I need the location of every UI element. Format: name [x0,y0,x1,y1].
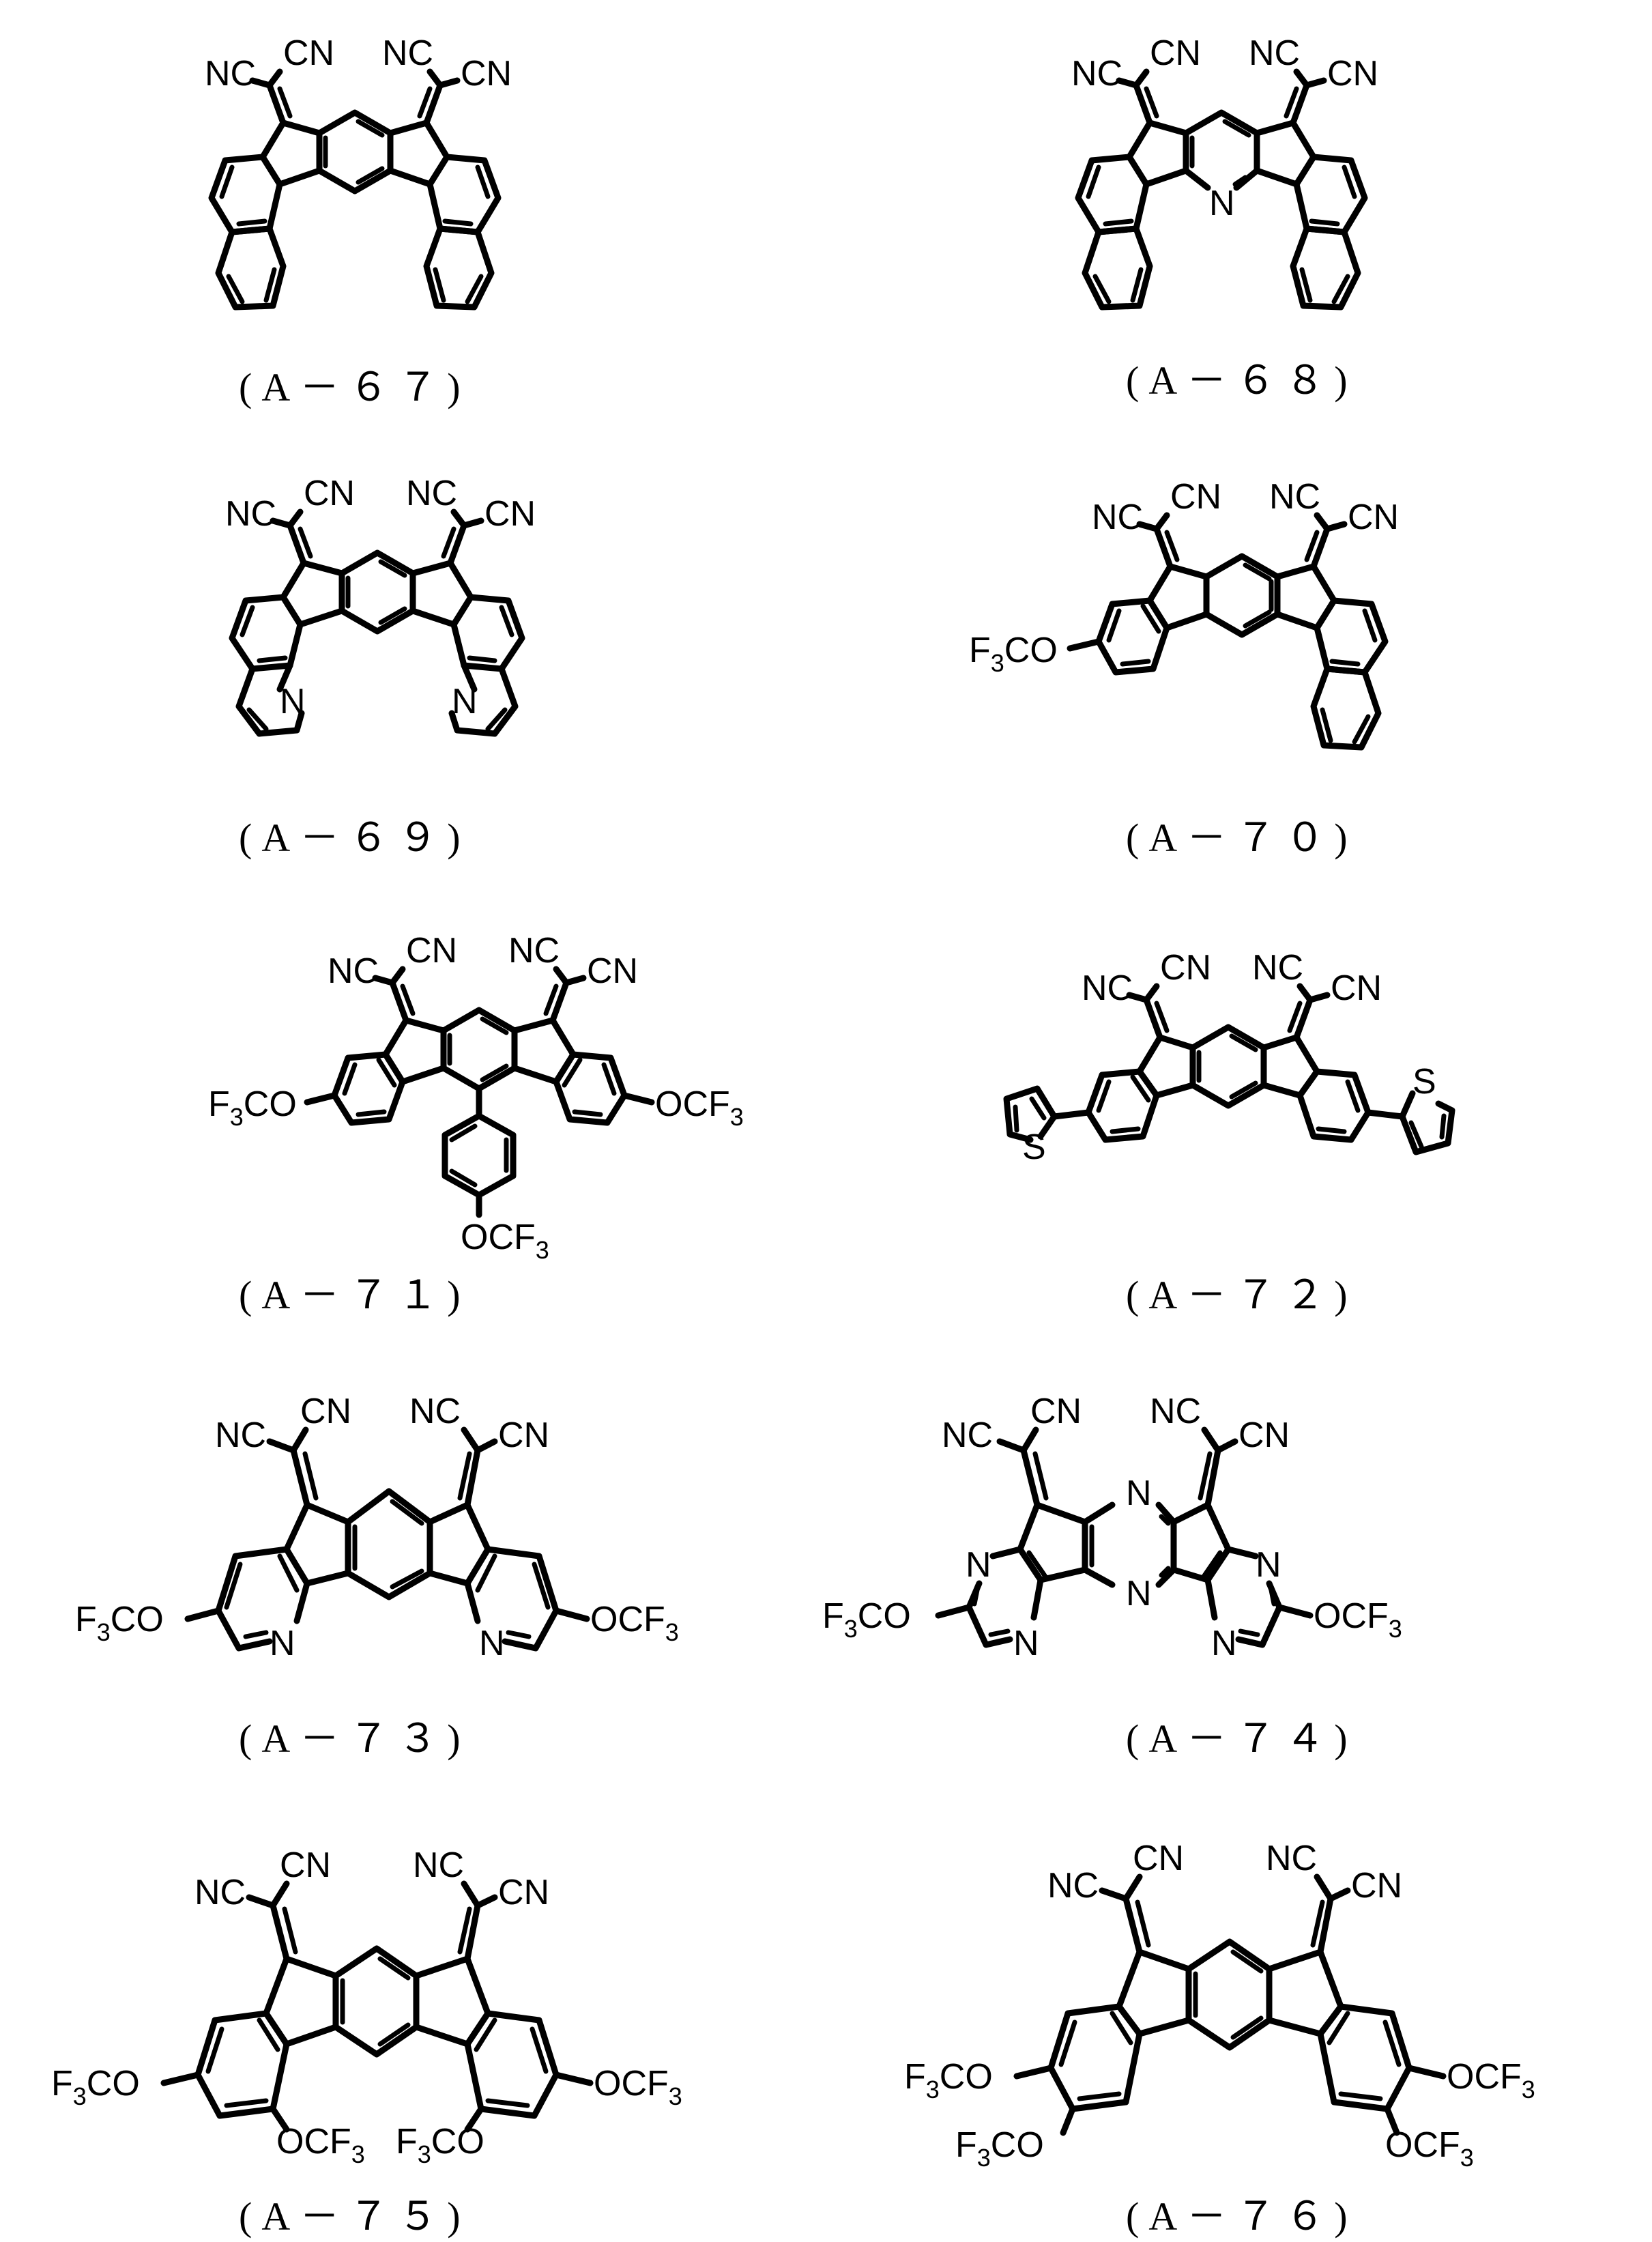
compound-label-a73: (A－７３) [239,1716,470,1761]
nitrile-label: NC [413,1845,464,1885]
nitrile-label: NC [1266,1839,1317,1878]
nitrogen-label: N [1209,184,1235,223]
nitrile-label: NC [1047,1866,1099,1906]
trifluoromethoxy-label-right-lower: OCF3 [1385,2125,1474,2172]
trifluoromethoxy-label-right: OCF3 [594,2064,682,2110]
nitrile-label: CN [1160,948,1211,988]
nitrile-label: CN [1331,968,1382,1008]
nitrogen-label: N [479,1624,505,1663]
trifluoromethoxy-label-left: F3CO [75,1600,164,1646]
nitrogen-label: N [1126,1574,1152,1613]
nitrile-label: NC [942,1415,993,1455]
structure-a73: NC CN NC CN N F3CO N OCF3 [75,1392,679,1663]
nitrile-label: NC [225,494,276,534]
nitrile-label: NC [1071,54,1122,94]
nitrile-label: CN [300,1392,351,1431]
trifluoromethoxy-label-right: OCF3 [590,1600,679,1646]
nitrile-label: CN [461,54,512,94]
nitrile-label: NC [1092,498,1143,537]
compound-label-a75: (A－７５) [239,2194,470,2239]
nitrile-label: CN [1030,1392,1082,1431]
compound-label-a67: (A－６７) [239,365,470,409]
nitrile-label: NC [1150,1392,1201,1431]
trifluoromethoxy-label-right: OCF3 [1314,1596,1402,1643]
structure-a71: NC CN NC CN F3CO OCF3 OCF3 [208,931,744,1264]
nitrile-label: NC [382,33,433,73]
nitrile-label: CN [1348,498,1399,537]
nitrile-label: NC [215,1415,266,1455]
nitrile-label: NC [328,951,379,991]
trifluoromethoxy-label-left: F3CO [969,631,1058,677]
nitrogen-label: N [1013,1624,1039,1663]
nitrile-label: CN [498,1873,549,1912]
nitrile-label: NC [1082,968,1133,1008]
compound-label-a72: (A－７２) [1126,1273,1357,1317]
trifluoromethoxy-label-left: F3CO [822,1596,911,1643]
nitrile-label: CN [1133,1839,1184,1878]
nitrile-label: CN [1150,33,1201,73]
trifluoromethoxy-label-bottom: OCF3 [461,1218,549,1264]
trifluoromethoxy-label-left: F3CO [51,2064,140,2110]
nitrile-label: CN [1170,477,1221,517]
compound-label-a76: (A－７６) [1126,2194,1357,2239]
trifluoromethoxy-label-bottom-left: OCF3 [276,2122,365,2168]
trifluoromethoxy-label-left-upper: F3CO [904,2057,993,2103]
nitrile-label: NC [205,54,256,94]
sulfur-label: S [1022,1127,1046,1167]
compound-label-a71: (A－７１) [239,1273,470,1317]
trifluoromethoxy-label-bottom-right: F3CO [396,2122,484,2168]
nitrile-label: NC [406,474,457,513]
structure-a67: NC CN NC CN [205,33,512,311]
nitrile-label: CN [1327,54,1378,94]
nitrile-label: NC [508,931,560,971]
nitrile-label: CN [280,1845,331,1885]
nitrile-label: CN [406,931,457,971]
compound-label-a74: (A－７４) [1126,1716,1357,1761]
nitrogen-label: N [270,1624,295,1663]
nitrogen-label: N [1126,1474,1152,1513]
structure-a76: NC CN NC CN F3CO F3CO OCF3 OCF3 [904,1839,1535,2172]
structure-a70: NC CN NC CN F3CO [969,477,1399,751]
compound-label-a69: (A－６９) [239,816,470,860]
structure-a75: NC CN NC CN F3CO OCF3 OCF3 F3CO [51,1845,682,2168]
nitrogen-label: N [1211,1624,1237,1663]
nitrile-label: CN [1238,1415,1290,1455]
nitrile-label: CN [484,494,536,534]
nitrile-label: CN [1351,1866,1402,1906]
nitrile-label: NC [194,1873,246,1912]
nitrile-label: NC [409,1392,461,1431]
nitrogen-label: N [1256,1545,1281,1585]
nitrogen-label: N [452,682,478,721]
trifluoromethoxy-label-left-lower: F3CO [955,2125,1044,2172]
structure-a68: NC CN NC CN N [1071,33,1378,311]
nitrile-label: CN [587,951,638,991]
trifluoromethoxy-label-left: F3CO [208,1084,297,1131]
nitrile-label: NC [1269,477,1320,517]
nitrile-label: NC [1249,33,1300,73]
nitrile-label: NC [1252,948,1303,988]
nitrogen-label: N [280,682,306,721]
trifluoromethoxy-label-right: OCF3 [655,1084,744,1131]
nitrile-label: CN [283,33,334,73]
nitrogen-label: N [966,1545,991,1585]
trifluoromethoxy-label-right-upper: OCF3 [1447,2057,1535,2103]
structure-a74: NC CN NC CN N N N N F3CO N N [822,1392,1402,1663]
nitrile-label: CN [304,474,355,513]
nitrile-label: CN [498,1415,549,1455]
compound-label-a68: (A－６８) [1126,358,1357,403]
structure-a72: NC CN NC CN S S [1003,948,1455,1167]
structure-a69: NC CN NC CN N N [225,474,536,737]
compound-label-a70: (A－７０) [1126,816,1357,860]
sulfur-label: S [1412,1062,1436,1102]
